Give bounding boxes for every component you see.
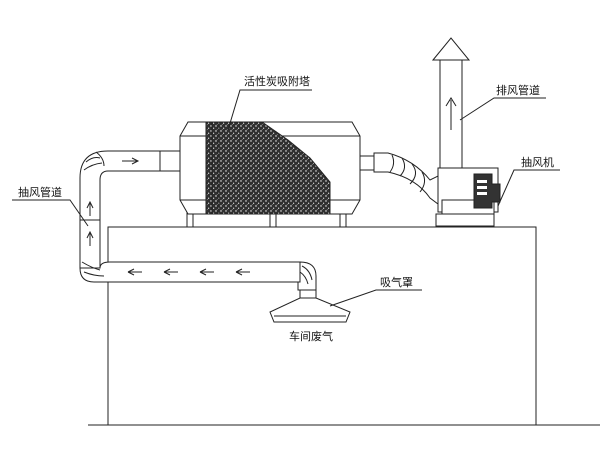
exhaust-fan — [435, 167, 501, 227]
arrow-icon — [127, 268, 142, 276]
carbon-bed — [217, 121, 331, 215]
arrow-icon — [199, 268, 214, 276]
arrow-icon — [86, 230, 94, 246]
label-workshop-exhaust-gas: 车间废气 — [289, 330, 333, 343]
label-suction-hood: 吸气罩 — [380, 276, 413, 289]
up-arrow-icon — [445, 97, 457, 130]
flow-arrows-bottom — [127, 268, 250, 276]
leader-lines — [12, 89, 560, 307]
arrow-icon — [122, 157, 140, 165]
arrow-icon — [86, 200, 94, 216]
label-exhaust-fan: 抽风机 — [521, 156, 554, 169]
exhaust-stack — [431, 37, 471, 169]
workshop-building — [107, 226, 537, 426]
label-suction-pipe: 抽风管道 — [18, 186, 62, 199]
flow-arrows-top — [122, 157, 140, 165]
flow-arrows-vertical — [86, 200, 94, 246]
outlet-duct — [359, 152, 439, 205]
arrow-icon — [163, 268, 178, 276]
arrow-icon — [235, 268, 250, 276]
label-exhaust-pipe: 排风管道 — [496, 84, 540, 97]
activated-carbon-tower — [179, 121, 361, 215]
label-activated-carbon-tower: 活性炭吸附塔 — [244, 75, 310, 88]
suction-hood — [269, 289, 351, 323]
